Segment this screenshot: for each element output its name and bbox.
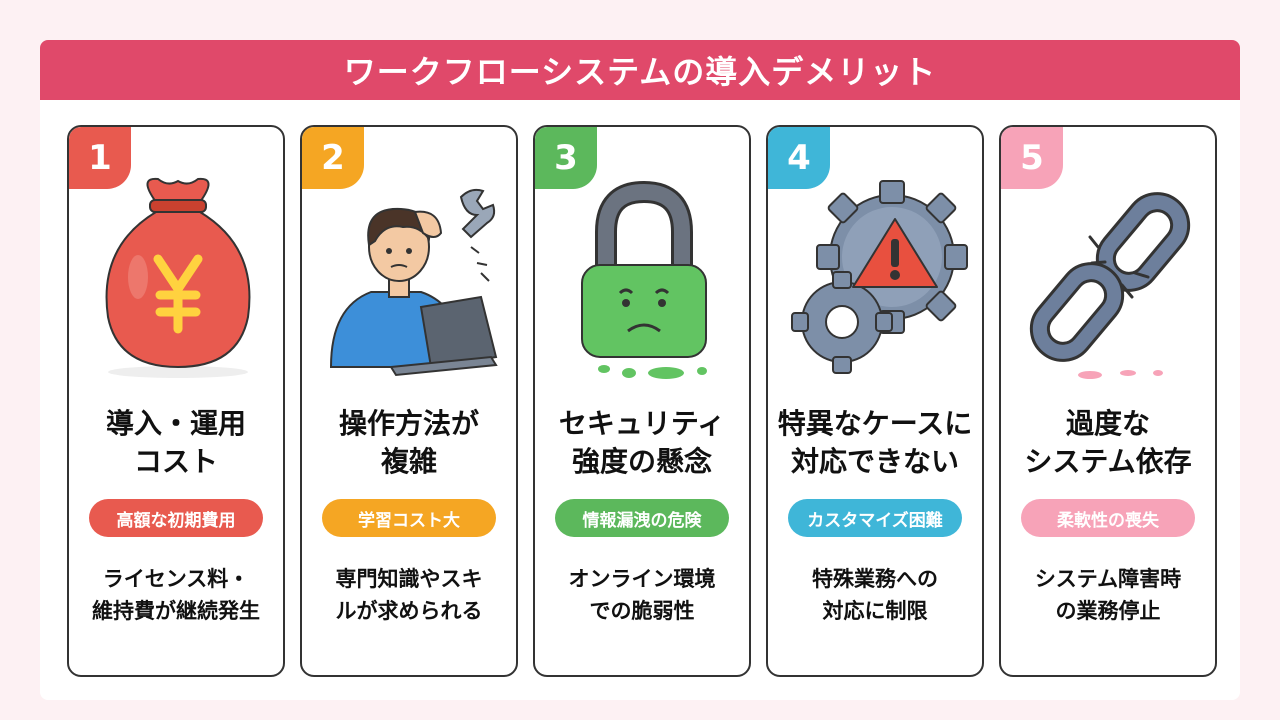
card-description: オンライン環境 での脆弱性: [568, 567, 716, 623]
card-complex-operation: 2 操作方法が 複雑 学習コスト大 専門知識やスキ ルが求められる: [300, 125, 518, 677]
card-system-dependency: 5 過度な システム依存 柔軟性の喪失 システム障害時 の業務停止: [999, 125, 1217, 677]
card-cost: 1 導入・運用 コスト 高額な初期費用 ライセンス料・ 維持費が継続発生: [67, 125, 285, 677]
card-description: 専門知識やスキ ルが求められる: [335, 567, 483, 623]
card-number: 4: [768, 127, 830, 189]
card-number: 3: [535, 127, 597, 189]
page-title: ワークフローシステムの導入デメリット: [40, 40, 1240, 100]
card-title: 導入・運用 コスト: [105, 407, 246, 478]
card-title: 特異なケースに 対応できない: [777, 407, 973, 478]
card-tag: 柔軟性の喪失: [1021, 499, 1195, 537]
card-tag: カスタマイズ困難: [788, 499, 962, 537]
card-tag: 情報漏洩の危険: [555, 499, 729, 537]
card-number: 2: [302, 127, 364, 189]
card-description: ライセンス料・ 維持費が継続発生: [92, 567, 260, 623]
card-description: システム障害時 の業務停止: [1034, 567, 1182, 623]
cards-row: 1 導入・運用 コスト 高額な初期費用 ライセンス料・ 維持費が継続発生 2: [67, 125, 1217, 677]
broken-chain-icon: [1029, 192, 1191, 379]
card-tag: 高額な初期費用: [89, 499, 263, 537]
card-security: 3 セキュリティ 強度の懸念 情報漏洩の危険 オンライン環境 での脆弱性: [533, 125, 751, 677]
card-number: 5: [1001, 127, 1063, 189]
gear-warning-icon: [791, 180, 968, 374]
card-title: 過度な システム依存: [1024, 407, 1192, 478]
infographic-panel: ワークフローシステムの導入デメリット 1 導入・運用 コスト 高額な初期費用 ラ: [40, 40, 1240, 700]
card-number: 1: [69, 127, 131, 189]
card-tag: 学習コスト大: [322, 499, 496, 537]
money-bag-yen-icon: [105, 177, 251, 378]
sad-padlock-icon: [581, 180, 707, 379]
card-description: 特殊業務への 対応に制限: [812, 567, 938, 623]
card-title: 操作方法が 複雑: [338, 407, 479, 478]
confused-person-laptop-icon: [329, 188, 498, 377]
card-special-cases: 4: [766, 125, 984, 677]
card-title: セキュリティ 強度の懸念: [558, 407, 726, 478]
